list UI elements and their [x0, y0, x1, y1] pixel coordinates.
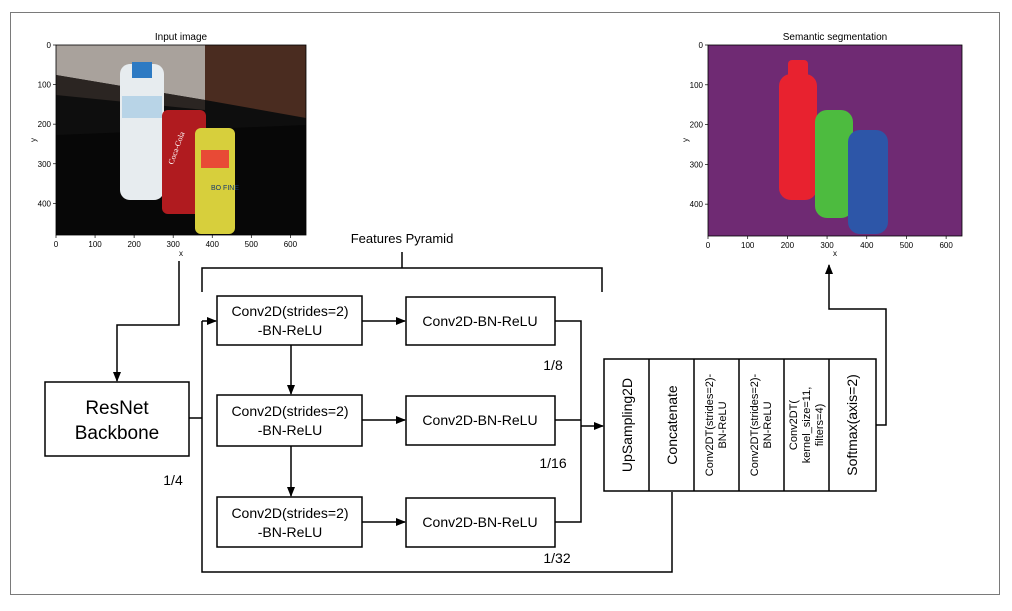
input-image-plot: Input image Coca-Cola BO FINE 0 100 200 300…: [29, 32, 307, 258]
x-tick-label: 200: [781, 241, 795, 250]
conv-stride-block-3: Conv2D(strides=2) -BN-ReLU: [216, 496, 363, 548]
scale-label-1-16: 1/16: [539, 455, 566, 471]
seg-can-blue: [848, 130, 888, 234]
input-plot-border: [55, 44, 307, 236]
softmax-block: Softmax(axis=2): [844, 374, 860, 476]
seg-can-green: [815, 110, 853, 218]
y-tick-label: 0: [47, 41, 52, 50]
svg-text:-BN-ReLU: -BN-ReLU: [258, 524, 323, 540]
x-tick-label: 500: [245, 240, 259, 249]
scale-label-1-32: 1/32: [543, 550, 570, 566]
scale-label-1-8: 1/8: [543, 357, 563, 373]
input-xlabel: x: [179, 249, 183, 258]
segmentation-plot: Semantic segmentation 0 100 200 300 400 500 60…: [681, 32, 963, 258]
input-plot-title: Input image: [155, 32, 208, 43]
x-tick-label: 600: [939, 241, 953, 250]
svg-text:Conv2DT(: Conv2DT(: [788, 400, 800, 450]
seg-xlabel: x: [833, 249, 837, 258]
x-tick-label: 100: [88, 240, 102, 249]
svg-text:BN-ReLU: BN-ReLU: [762, 401, 774, 448]
y-tick-label: 400: [690, 200, 704, 209]
conv-bn-block-2: Conv2D-BN-ReLU: [405, 395, 556, 446]
features-pyramid-label: Features Pyramid: [351, 231, 454, 246]
seg-plot-border: [707, 44, 963, 237]
seg-bottle: [779, 60, 817, 200]
conv-stride-block-1: Conv2D(strides=2) -BN-ReLU: [216, 295, 363, 346]
input-photo: Coca-Cola BO FINE: [56, 45, 306, 235]
y-tick-label: 400: [38, 199, 52, 208]
svg-text:Conv2D(strides=2): Conv2D(strides=2): [231, 303, 348, 319]
svg-text:Conv2D-BN-ReLU: Conv2D-BN-ReLU: [422, 412, 537, 428]
convt-block-3: Conv2DT( kernel_size=11, filters=4): [788, 387, 826, 464]
svg-text:Conv2D-BN-ReLU: Conv2D-BN-ReLU: [422, 514, 537, 530]
svg-text:Conv2D(strides=2): Conv2D(strides=2): [231, 403, 348, 419]
svg-text:-BN-ReLU: -BN-ReLU: [258, 422, 323, 438]
y-tick-label: 100: [690, 81, 704, 90]
conv-bn-block-3: Conv2D-BN-ReLU: [405, 497, 556, 548]
x-tick-label: 300: [167, 240, 181, 249]
x-tick-label: 600: [284, 240, 298, 249]
connections: [113, 261, 887, 573]
y-tick-label: 300: [690, 160, 704, 169]
x-tick-label: 300: [820, 241, 834, 250]
conv-stride-block-2: Conv2D(strides=2) -BN-ReLU: [216, 394, 363, 447]
svg-text:filters=4): filters=4): [814, 404, 826, 447]
y-tick-label: 200: [690, 121, 704, 130]
head-stack: UpSampling2D Concatenate Conv2DT(strides…: [603, 358, 877, 492]
backbone-line2: Backbone: [75, 423, 160, 444]
x-tick-label: 400: [206, 240, 220, 249]
convt-block-2: Conv2DT(strides=2)- BN-ReLU: [749, 373, 774, 476]
x-tick-label: 400: [860, 241, 874, 250]
input-ylabel: y: [29, 138, 38, 142]
can2-label-text: BO FINE: [211, 185, 239, 192]
x-tick-label: 0: [706, 241, 711, 250]
scale-label-1-4: 1/4: [163, 472, 183, 488]
x-tick-label: 200: [127, 240, 141, 249]
input-plot-ticks: 0 100 200 300 400 500 600 0 100 200 300 400: [38, 41, 298, 249]
svg-text:Conv2D(strides=2): Conv2D(strides=2): [231, 505, 348, 521]
svg-text:BN-ReLU: BN-ReLU: [717, 401, 729, 448]
x-tick-label: 500: [900, 241, 914, 250]
seg-plot-ticks: 0 100 200 300 400 500 600 0 100 200 300 400: [690, 41, 954, 250]
y-tick-label: 200: [38, 120, 52, 129]
features-pyramid-bracket: [201, 252, 603, 292]
resnet-backbone-block: ResNet Backbone: [44, 381, 190, 457]
svg-text:kernel_size=11,: kernel_size=11,: [801, 387, 813, 464]
backbone-line1: ResNet: [85, 398, 149, 419]
svg-text:Conv2DT(strides=2)-: Conv2DT(strides=2)-: [749, 373, 761, 476]
convt-block-1: Conv2DT(strides=2)- BN-ReLU: [704, 373, 729, 476]
svg-text:Conv2D-BN-ReLU: Conv2D-BN-ReLU: [422, 313, 537, 329]
svg-text:Conv2DT(strides=2)-: Conv2DT(strides=2)-: [704, 373, 716, 476]
y-tick-label: 0: [699, 41, 704, 50]
seg-ylabel: y: [681, 138, 690, 142]
x-tick-label: 0: [54, 240, 59, 249]
figure-frame: [10, 12, 1000, 595]
y-tick-label: 100: [38, 81, 52, 90]
conv-bn-block-1: Conv2D-BN-ReLU: [405, 296, 556, 346]
seg-plot-title: Semantic segmentation: [783, 32, 888, 43]
y-tick-label: 300: [38, 160, 52, 169]
x-tick-label: 100: [741, 241, 755, 250]
concatenate-block: Concatenate: [664, 385, 680, 465]
upsampling-block: UpSampling2D: [619, 378, 635, 472]
svg-text:-BN-ReLU: -BN-ReLU: [258, 322, 323, 338]
